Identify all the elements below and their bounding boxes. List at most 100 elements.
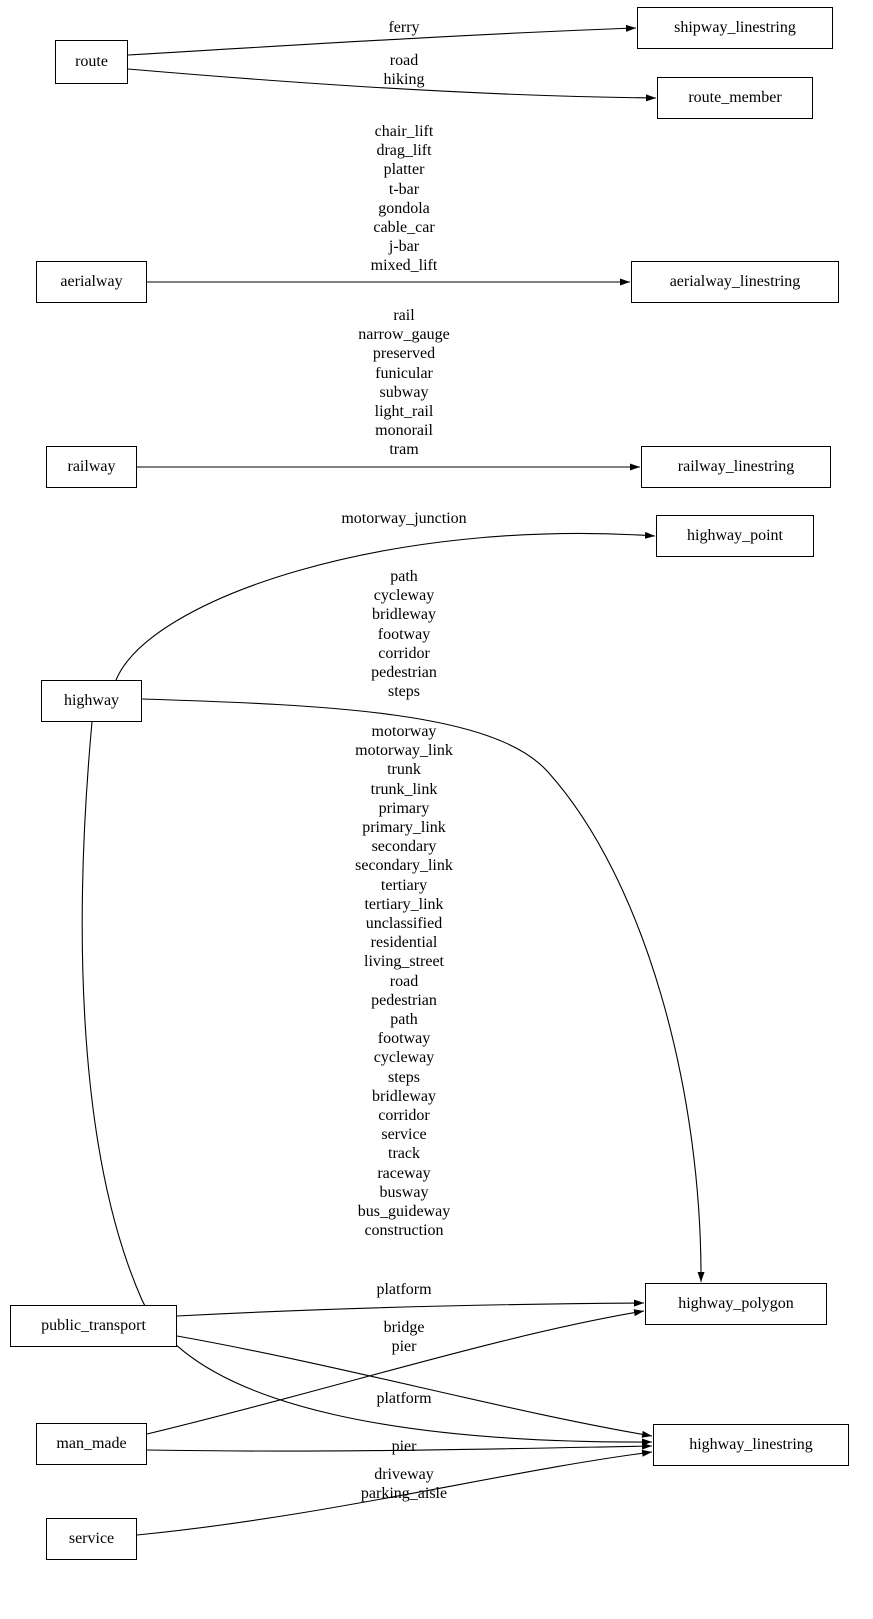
edge-label-line: monorail	[375, 422, 433, 440]
edge-label-line: light_rail	[374, 403, 434, 421]
edge-label-line: cycleway	[373, 1049, 435, 1067]
edge-label-line: motorway_link	[355, 742, 453, 760]
edge-label-line: t-bar	[388, 180, 420, 198]
edge-route-to-shipway-linestring	[127, 24, 637, 56]
node-highway-point-label: highway_point	[687, 527, 783, 544]
edge-label-line: construction	[364, 1222, 444, 1240]
node-aerialway-linestring: aerialway_linestring	[631, 261, 839, 303]
node-railway: railway	[46, 446, 137, 488]
edge-label-line: track	[388, 1145, 420, 1163]
edge-label-line: ferry	[388, 19, 420, 36]
edge-label-ferry: ferry	[388, 18, 419, 37]
edge-label-line: tertiary	[380, 876, 428, 894]
node-highway-polygon: highway_polygon	[645, 1283, 827, 1325]
edge-label-line: drag_lift	[376, 142, 432, 160]
edge-label-line: road	[389, 972, 419, 990]
edge-highway-to-highway-point	[115, 531, 656, 681]
edge-label-line: busway	[379, 1183, 429, 1201]
edge-label-line: pier	[391, 1438, 417, 1455]
edge-label-line: residential	[370, 934, 438, 952]
edge-label-line: trunk_link	[370, 780, 438, 798]
node-service-label: service	[68, 1530, 115, 1547]
edge-label-line: pedestrian	[371, 664, 437, 682]
edge-label-line: corridor	[378, 644, 430, 662]
edge-label-line: bridge	[383, 1319, 425, 1336]
edge-label-line: service	[381, 1126, 427, 1144]
node-public-transport: public_transport	[10, 1305, 177, 1347]
edge-label-platform-polygon: platform	[376, 1280, 431, 1299]
edge-label-line: rail	[393, 307, 415, 324]
node-highway: highway	[41, 680, 142, 722]
edge-label-line: j-bar	[388, 238, 420, 256]
edge-label-line: platform	[376, 1281, 432, 1298]
edge-label-line: pier	[391, 1338, 417, 1356]
edge-label-line: mixed_lift	[370, 257, 438, 275]
node-highway-label: highway	[63, 692, 120, 709]
edge-label-line: bridleway	[372, 606, 436, 624]
edge-label-line: secondary_link	[355, 857, 453, 875]
edge-label-line: footway	[377, 1030, 431, 1048]
edge-label-line: gondola	[378, 199, 430, 217]
edge-label-line: trunk	[387, 761, 421, 779]
edge-label-line: platter	[383, 161, 425, 179]
edge-label-line: motorway	[371, 723, 437, 740]
node-public-transport-label: public_transport	[41, 1317, 146, 1334]
edge-label-line: unclassified	[365, 915, 443, 933]
edge-label-line: parking_aisle	[360, 1485, 448, 1503]
edge-man-made-to-highway-linestring	[146, 1442, 653, 1452]
node-shipway-linestring-label: shipway_linestring	[674, 19, 796, 36]
node-man-made: man_made	[36, 1423, 147, 1465]
edge-label-line: hiking	[383, 71, 425, 89]
edge-label-line: corridor	[378, 1107, 430, 1125]
edge-label-pier-linestring: pier	[392, 1437, 417, 1456]
edge-label-line: cycleway	[373, 587, 435, 605]
node-aerialway-linestring-label: aerialway_linestring	[669, 273, 801, 290]
edge-label-line: living_street	[364, 953, 444, 971]
edge-label-line: chair_lift	[374, 123, 434, 140]
edge-label-line: tram	[389, 441, 419, 459]
edge-label-line: tertiary_link	[364, 895, 444, 913]
node-highway-point: highway_point	[656, 515, 814, 557]
edge-label-line: platform	[376, 1390, 432, 1407]
node-service: service	[46, 1518, 137, 1560]
node-route-member-label: route_member	[688, 89, 782, 106]
edge-label-line: primary	[378, 799, 430, 817]
node-railway-linestring-label: railway_linestring	[677, 458, 795, 475]
edge-highway-to-highway-polygon	[141, 698, 705, 1283]
edge-public-transport-to-highway-linestring	[176, 1335, 653, 1438]
node-railway-linestring: railway_linestring	[641, 446, 831, 488]
edge-route-to-route-member	[127, 68, 657, 102]
node-highway-linestring-label: highway_linestring	[689, 1436, 813, 1453]
edge-label-line: narrow_gauge	[358, 326, 450, 344]
node-man-made-label: man_made	[56, 1435, 127, 1452]
node-aerialway-label: aerialway	[60, 273, 123, 290]
node-route: route	[55, 40, 128, 84]
edge-label-platform-linestring: platform	[376, 1389, 431, 1408]
edge-label-bridge-pier: bridge pier	[384, 1318, 425, 1356]
edge-label-line: steps	[388, 683, 420, 701]
edge-label-line: path	[390, 568, 418, 585]
node-railway-label: railway	[67, 458, 116, 475]
edge-label-line: raceway	[377, 1164, 431, 1182]
node-route-member: route_member	[657, 77, 813, 119]
edge-label-line: motorway_junction	[341, 510, 467, 527]
edge-label-line: secondary	[371, 838, 437, 856]
edge-label-line: bus_guideway	[357, 1203, 451, 1221]
edge-label-line: steps	[387, 1068, 420, 1086]
edge-label-line: path	[390, 1011, 418, 1029]
node-route-label: route	[75, 53, 108, 70]
edge-label-line: bridleway	[372, 1087, 436, 1105]
node-highway-linestring: highway_linestring	[653, 1424, 849, 1466]
edge-label-motorway-junction: motorway_junction	[341, 509, 466, 528]
node-shipway-linestring: shipway_linestring	[637, 7, 833, 49]
edge-label-line: cable_car	[373, 219, 435, 237]
node-highway-polygon-label: highway_polygon	[678, 1295, 794, 1312]
edge-service-to-highway-linestring	[136, 1449, 653, 1536]
